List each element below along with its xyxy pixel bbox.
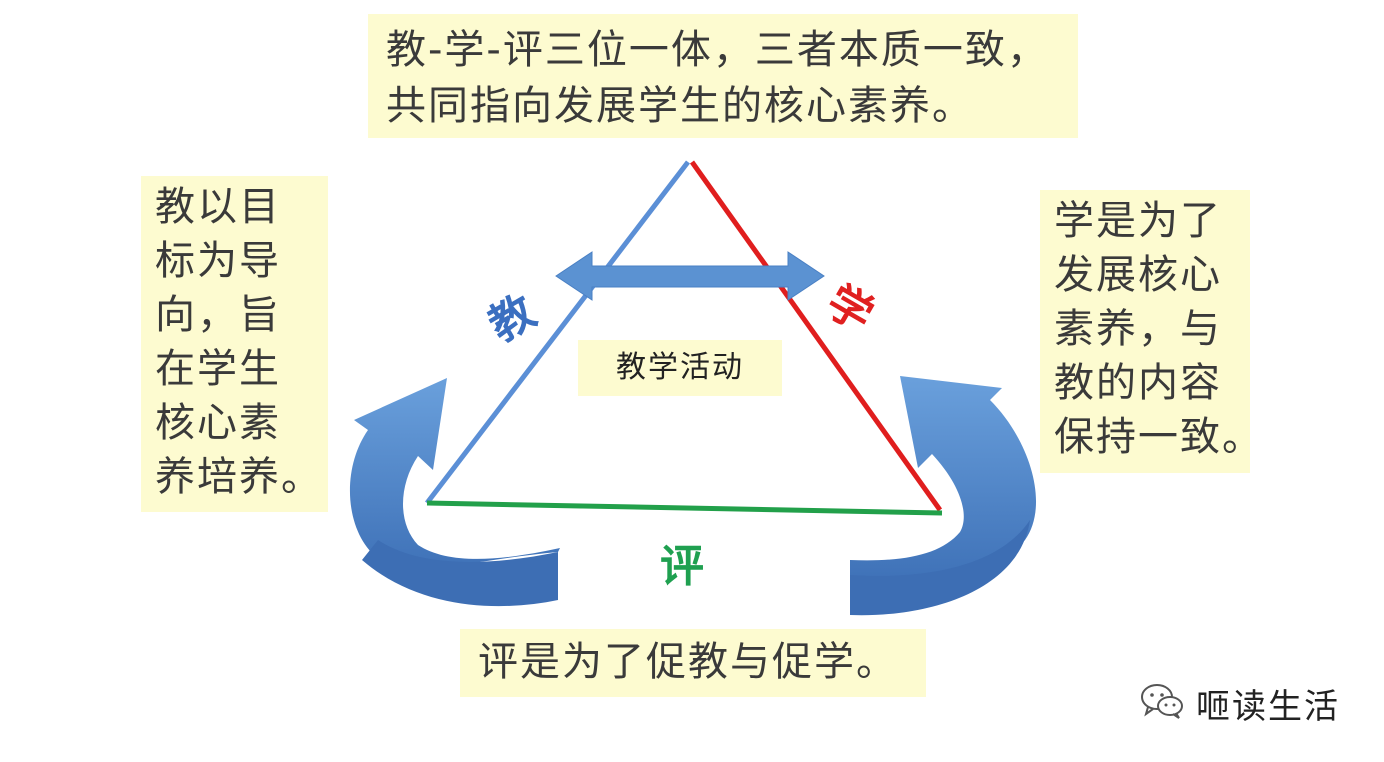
left-curved-arrow-band bbox=[362, 540, 558, 607]
left-curved-arrow bbox=[349, 378, 560, 569]
left-note-line: 标为导 bbox=[155, 238, 281, 284]
left-note-line: 核心素 bbox=[155, 400, 281, 446]
teach-edge-line bbox=[425, 160, 690, 505]
top-note-line: 教-学-评三位一体，三者本质一致， bbox=[386, 27, 1049, 73]
teaching-activity-label: 教学活动 bbox=[578, 340, 782, 396]
left-note: 教以目 标为导 向，旨 在学生 核心素 养培养。 bbox=[141, 176, 328, 512]
left-note-line: 向，旨 bbox=[155, 292, 281, 338]
left-note-line: 养培养。 bbox=[155, 454, 323, 500]
bottom-note: 评是为了促教与促学。 bbox=[460, 629, 926, 697]
wechat-icon bbox=[1138, 681, 1186, 725]
right-note-line: 学是为了 bbox=[1054, 198, 1222, 244]
right-note-line: 素养，与 bbox=[1054, 306, 1222, 352]
top-note: 教-学-评三位一体，三者本质一致， 共同指向发展学生的核心素养。 bbox=[368, 14, 1078, 138]
top-note-line: 共同指向发展学生的核心素养。 bbox=[386, 83, 974, 129]
eval-edge-line bbox=[426, 500, 943, 516]
right-curved-arrow-band bbox=[850, 520, 1030, 616]
right-curved-arrow bbox=[850, 376, 1037, 580]
right-note-line: 发展核心 bbox=[1054, 252, 1222, 298]
bottom-note-text: 评是为了促教与促学。 bbox=[478, 639, 898, 685]
watermark-text: 咂读生活 bbox=[1196, 686, 1340, 727]
watermark: 咂读生活 bbox=[1138, 678, 1340, 728]
right-note-line: 教的内容 bbox=[1054, 360, 1222, 406]
left-note-line: 教以目 bbox=[155, 184, 281, 230]
eval-edge-label: 评 bbox=[660, 541, 704, 592]
double-arrow bbox=[555, 251, 825, 301]
left-note-line: 在学生 bbox=[155, 346, 281, 392]
right-note-line: 保持一致。 bbox=[1054, 414, 1264, 460]
learn-edge-line bbox=[689, 160, 943, 512]
right-note: 学是为了 发展核心 素养，与 教的内容 保持一致。 bbox=[1040, 190, 1264, 473]
